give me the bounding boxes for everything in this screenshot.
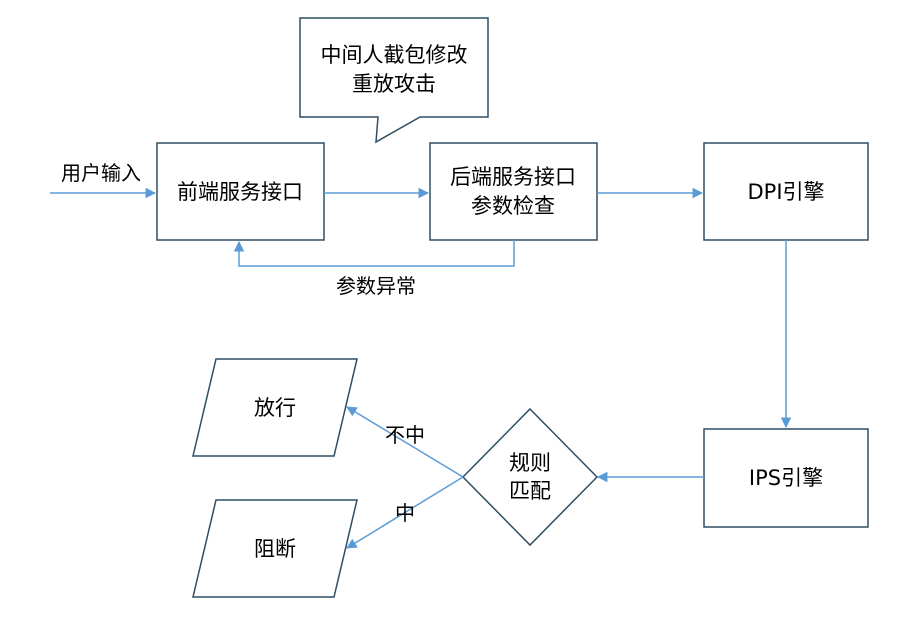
block-parallelogram	[192, 499, 358, 598]
param-error-label: 参数异常	[336, 274, 416, 298]
allow-parallelogram	[192, 358, 358, 457]
backend-interface-line-1: 后端服务接口	[450, 165, 576, 189]
dpi-engine-label: DPI引擎	[747, 180, 824, 204]
user-input-label: 用户输入	[61, 161, 141, 185]
allow-label: 放行	[254, 396, 296, 420]
match-label: 中	[395, 501, 415, 525]
block-label: 阻断	[254, 537, 296, 561]
frontend-interface-label: 前端服务接口	[177, 180, 303, 204]
not-match-arrow	[346, 406, 464, 478]
backend-interface-box	[429, 142, 598, 241]
ips-engine-box	[703, 428, 869, 528]
rule-match-diamond	[461, 407, 599, 547]
backend-interface-line-2: 参数检查	[471, 194, 555, 218]
dpi-engine-box	[703, 142, 869, 241]
frontend-interface-box	[156, 142, 325, 241]
not-match-label: 不中	[385, 423, 425, 447]
callout-bubble	[299, 17, 489, 144]
rule-match-line-2: 匹配	[509, 479, 551, 503]
ips-engine-label: IPS引擎	[749, 466, 823, 490]
rule-match-line-1: 规则	[509, 451, 551, 475]
param-error-arrow	[233, 240, 515, 267]
match-arrow	[346, 476, 464, 549]
callout-line-2: 重放攻击	[352, 72, 436, 96]
callout-line-1: 中间人截包修改	[321, 43, 468, 67]
